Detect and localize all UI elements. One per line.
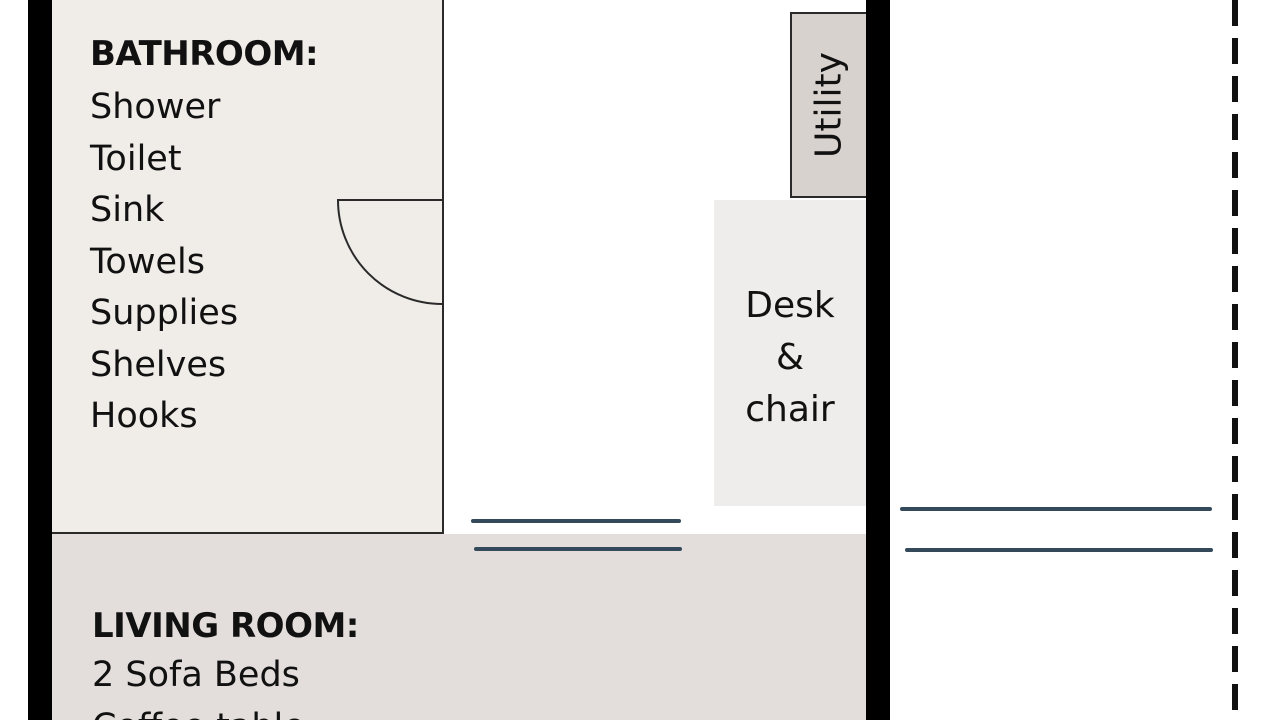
dashed-boundary-line bbox=[1232, 0, 1238, 720]
desk-label-line: Desk bbox=[745, 285, 835, 326]
desk-label-line: & bbox=[775, 337, 805, 378]
list-item: Coffee table bbox=[92, 702, 305, 720]
utility-label: Utility bbox=[808, 52, 850, 158]
window-line bbox=[900, 507, 1212, 511]
list-item: Hooks bbox=[90, 396, 198, 436]
desk-area: Desk & chair bbox=[714, 200, 866, 506]
center-wall bbox=[866, 0, 890, 720]
living-room-title: LIVING ROOM: bbox=[92, 606, 359, 646]
living-room-item-list: 2 Sofa Beds Coffee table bbox=[92, 650, 305, 720]
list-item: Supplies bbox=[90, 293, 239, 333]
list-item: Shelves bbox=[90, 344, 227, 385]
bathroom-title: BATHROOM: bbox=[90, 34, 319, 74]
window-line bbox=[474, 547, 682, 551]
bathroom-area: BATHROOM: Shower Toilet Sink Towels Supp… bbox=[52, 0, 444, 534]
bathroom-door-icon bbox=[336, 199, 444, 305]
list-item: Towels bbox=[90, 241, 205, 282]
desk-label-line: chair bbox=[745, 389, 835, 430]
list-item: Sink bbox=[90, 190, 165, 230]
left-outer-wall bbox=[28, 0, 52, 720]
list-item: Toilet bbox=[90, 138, 182, 179]
utility-area: Utility bbox=[790, 12, 866, 198]
list-item: 2 Sofa Beds bbox=[92, 655, 300, 695]
living-room-area: LIVING ROOM: 2 Sofa Beds Coffee table bbox=[52, 534, 866, 720]
window-line bbox=[905, 548, 1213, 552]
bathroom-item-list: Shower Toilet Sink Towels Supplies Shelv… bbox=[90, 82, 238, 443]
list-item: Shower bbox=[90, 87, 221, 127]
desk-label: Desk & chair bbox=[714, 280, 866, 436]
window-line bbox=[471, 519, 681, 523]
